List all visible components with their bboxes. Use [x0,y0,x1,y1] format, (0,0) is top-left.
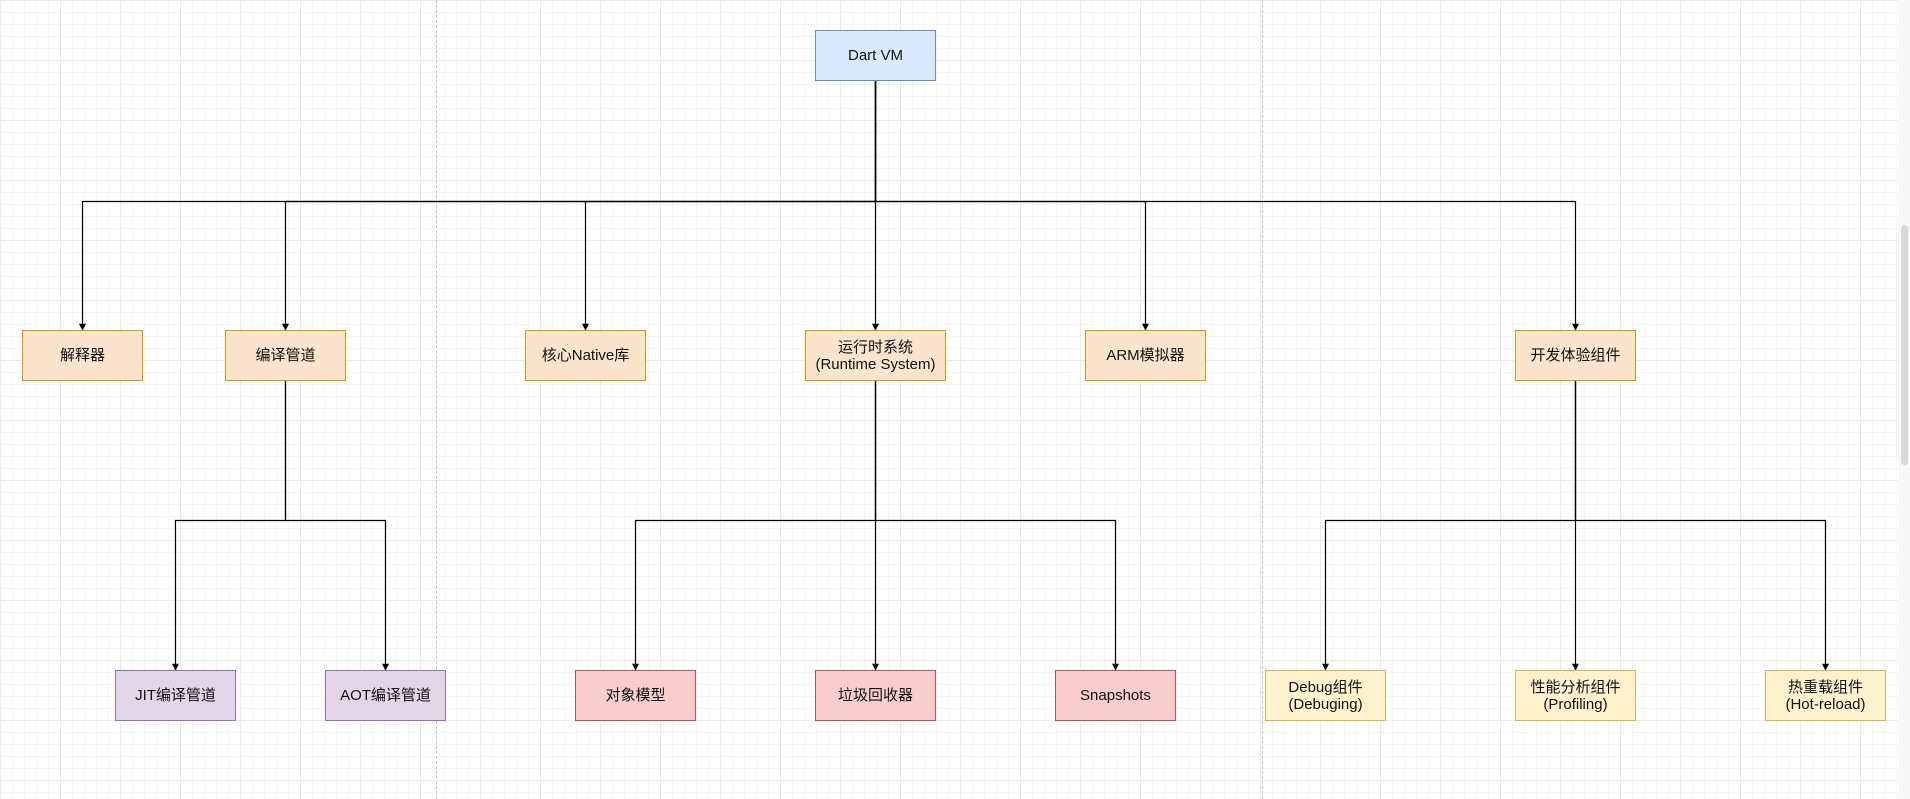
node-label: ARM模拟器 [1106,347,1185,364]
connector-root-to-native [582,81,877,331]
connector-devx-to-hotreload [1574,381,1829,671]
node-label: 开发体验组件 [1530,347,1621,364]
node-snapshots[interactable]: Snapshots [1055,670,1176,721]
node-arm-simulator[interactable]: ARM模拟器 [1085,330,1206,381]
node-dart-vm[interactable]: Dart VM [815,30,936,81]
connector-root-to-compile [282,81,877,331]
page-divider [436,0,437,799]
node-label: 运行时系统 [837,338,913,356]
node-profiling-component[interactable]: 性能分析组件 (Profiling) [1515,670,1636,721]
connector-root-to-devx [874,81,1579,331]
node-label: Snapshots [1080,687,1151,704]
node-label-secondary: (Profiling) [1543,695,1608,713]
node-runtime-system[interactable]: 运行时系统 (Runtime System) [805,330,946,381]
node-label: 对象模型 [605,687,666,704]
node-label-secondary: (Hot-reload) [1785,695,1866,713]
node-label: Debug组件 [1288,678,1363,696]
page-divider [1262,0,1263,799]
connector-root-to-interpreter [79,81,877,331]
node-label: JIT编译管道 [135,687,216,704]
node-compile-pipeline[interactable]: 编译管道 [225,330,346,381]
node-label: AOT编译管道 [340,687,431,704]
connector-runtime-to-object [632,381,877,671]
connector-compile-to-jit [172,381,287,671]
vertical-scrollbar-thumb[interactable] [1901,225,1908,465]
node-label: 核心Native库 [541,347,630,364]
connector-compile-to-aot [284,381,389,671]
node-label-secondary: (Runtime System) [815,355,936,373]
node-garbage-collector[interactable]: 垃圾回收器 [815,670,936,721]
node-label: Dart VM [847,47,903,64]
node-label: 解释器 [59,347,105,364]
node-aot-pipeline[interactable]: AOT编译管道 [325,670,446,721]
node-label: 热重载组件 [1787,678,1863,696]
node-interpreter[interactable]: 解释器 [22,330,143,381]
node-label: 编译管道 [255,347,316,364]
node-debug-component[interactable]: Debug组件 (Debuging) [1265,670,1386,721]
node-hot-reload-component[interactable]: 热重载组件 (Hot-reload) [1765,670,1886,721]
node-label: 性能分析组件 [1530,678,1621,696]
connector-runtime-to-snapshots [874,381,1119,671]
node-core-native-library[interactable]: 核心Native库 [525,330,646,381]
node-dev-experience-components[interactable]: 开发体验组件 [1515,330,1636,381]
node-label: 垃圾回收器 [837,687,913,704]
node-jit-pipeline[interactable]: JIT编译管道 [115,670,236,721]
connector-devx-to-debug [1322,381,1577,671]
connector-root-to-arm [874,81,1149,331]
node-object-model[interactable]: 对象模型 [575,670,696,721]
node-label-secondary: (Debuging) [1288,695,1363,713]
